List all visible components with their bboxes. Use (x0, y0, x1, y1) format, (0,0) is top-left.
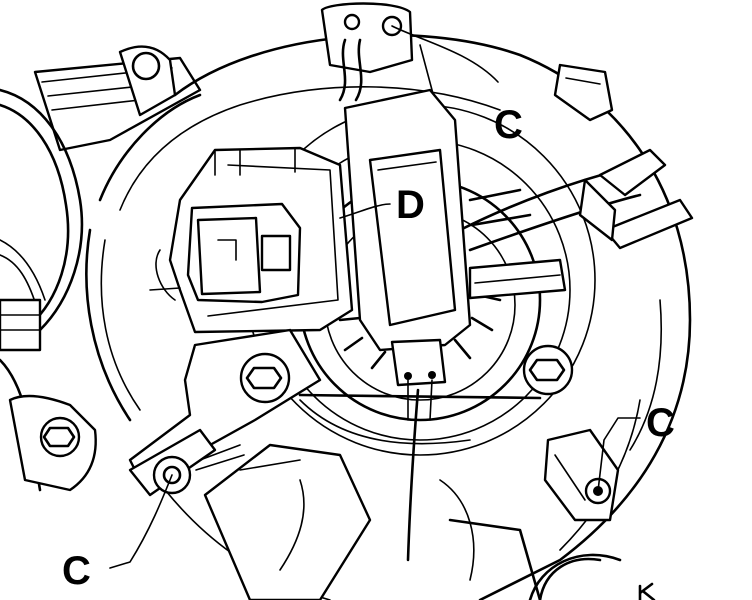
callout-leader-c-right (597, 417, 641, 492)
callout-leader-c-bottom-left (109, 474, 173, 569)
callouts: C D C C (62, 25, 675, 593)
callout-leader-c-top-right (391, 25, 499, 83)
callout-label-c-bottom-left: C (62, 549, 91, 593)
connector-housing (149, 146, 354, 334)
lower-housing (203, 443, 622, 600)
lower-right-flange (543, 428, 620, 522)
wire-harness (0, 88, 84, 492)
housing-frame (33, 45, 202, 152)
right-clip (553, 63, 694, 250)
partial-label-k (638, 582, 656, 600)
callout-leader-d (339, 203, 391, 219)
cooling-fins (338, 188, 532, 370)
right-bolt (298, 344, 574, 400)
callout-label-c-top-right: C (494, 103, 523, 147)
top-mounting-tab (320, 2, 441, 121)
module-d (343, 88, 472, 562)
lower-left-bracket (128, 328, 322, 497)
left-flange (8, 394, 97, 492)
callout-label-d: D (396, 183, 425, 227)
callout-label-c-right: C (646, 401, 675, 445)
